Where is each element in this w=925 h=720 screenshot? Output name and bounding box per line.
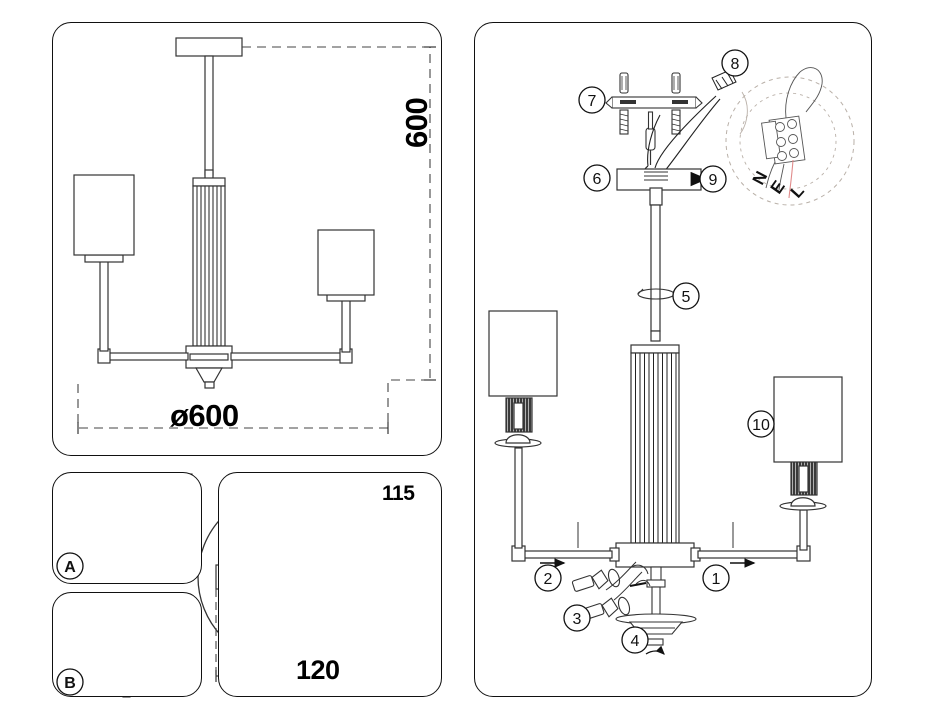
main-view-dimension-ticks <box>77 46 436 434</box>
bracket-end-left <box>605 96 613 109</box>
bracket-slot-b <box>672 100 688 104</box>
screw-right <box>671 109 681 135</box>
assembly-left-arm <box>488 310 613 562</box>
main-view-right-arm <box>230 229 375 364</box>
callout-number-4: 4 <box>631 633 640 650</box>
callout-10: 10 <box>747 410 775 438</box>
assembly-panel <box>474 22 872 697</box>
assembly-shade-right <box>773 376 843 463</box>
main-view-left-arm <box>73 174 189 364</box>
assembly-drop-rod-group <box>650 204 661 342</box>
wire-a <box>654 95 717 169</box>
plate-diameter-label: 120 <box>296 655 340 685</box>
diameter-dimension-label: ø600 <box>170 398 239 433</box>
callout-number-10: 10 <box>752 417 770 434</box>
shade-right <box>317 229 375 296</box>
callout-number-1: 1 <box>712 571 721 588</box>
assembly-riser-left <box>514 447 523 549</box>
callout-4: 4 <box>621 626 649 654</box>
inset-leader <box>739 91 748 135</box>
callout-5: 5 <box>672 282 700 310</box>
assembly-body-group <box>609 344 701 568</box>
bracket-length-label: 115 <box>382 482 415 505</box>
ceiling-plate-panel <box>218 472 442 697</box>
finial-group-4 <box>615 613 697 655</box>
inset-live-wire <box>788 159 794 199</box>
center-wire-tip <box>629 582 647 587</box>
assembly-socket-hole-right <box>798 465 809 493</box>
finial-knob <box>204 381 215 389</box>
hub-band <box>189 353 229 361</box>
inset-terminal-block <box>761 115 806 165</box>
callout-2: 2 <box>534 564 562 592</box>
callout-circle-4 <box>621 626 649 654</box>
bracket-slot-a <box>620 100 636 104</box>
assembly-socket-hole-left <box>513 402 524 430</box>
detail-letter-a: A <box>56 552 84 580</box>
assembly-socket-base-right <box>790 497 816 507</box>
callout-circle-9 <box>699 165 727 193</box>
assembly-canopy-group <box>616 168 702 206</box>
wire-b <box>663 98 721 173</box>
assembly-body-fluted <box>630 352 680 544</box>
callout-9: 9 <box>699 165 727 193</box>
wire-c <box>647 114 661 167</box>
assembly-right-arm <box>697 376 843 562</box>
callout-number-9: 9 <box>709 172 718 189</box>
callout-number-2: 2 <box>544 571 553 588</box>
assembly-shade-left <box>488 310 558 397</box>
callout-number-7: 7 <box>588 93 597 110</box>
assembly-wall-bracket-group <box>605 72 703 165</box>
wall-plug-left <box>619 72 629 94</box>
callout-circle-2 <box>534 564 562 592</box>
screw-left <box>619 109 629 135</box>
callout-circle-3 <box>563 604 591 632</box>
arm-guide-ticks <box>577 522 734 548</box>
callout-circle-6 <box>583 164 611 192</box>
wall-plug-right <box>671 72 681 94</box>
inset-wires <box>765 67 823 191</box>
callout-6: 6 <box>583 164 611 192</box>
callout-number-6: 6 <box>593 171 602 188</box>
callout-7: 7 <box>578 86 606 114</box>
callout-circle-7 <box>578 86 606 114</box>
callout-8: 8 <box>721 49 749 77</box>
callout-number-8: 8 <box>731 56 740 73</box>
callout-3: 3 <box>563 604 591 632</box>
shade-left <box>73 174 135 256</box>
center-wire-sketch <box>605 561 651 601</box>
bracket-end-right <box>695 96 703 109</box>
callout-circle-1 <box>702 564 730 592</box>
assembly-socket-base-left <box>505 434 531 444</box>
detail-a-letter: A <box>64 559 76 576</box>
finial-rotate-arrow <box>645 645 665 655</box>
detail-letter-b: B <box>56 668 84 696</box>
callout-number-5: 5 <box>682 289 691 306</box>
callout-circle-5 <box>672 282 700 310</box>
callout-circle-8 <box>721 49 749 77</box>
main-view-drawing <box>175 37 243 389</box>
inset-outer-circle <box>725 76 855 206</box>
detail-b-letter: B <box>64 675 76 692</box>
wiring-inset: N E L <box>725 67 855 206</box>
callout-number-3: 3 <box>573 611 582 628</box>
callout-circle-10 <box>747 410 775 438</box>
callout-1: 1 <box>702 564 730 592</box>
bulb-upper <box>571 568 621 592</box>
canopy-terminal-lines <box>644 171 668 181</box>
assembly-rod-coupler <box>650 330 661 342</box>
